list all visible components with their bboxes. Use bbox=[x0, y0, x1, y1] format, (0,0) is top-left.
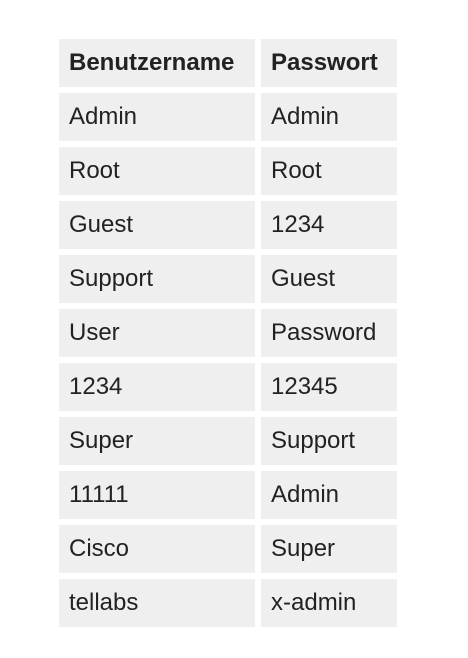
header-username: Benutzername bbox=[59, 39, 255, 87]
table-row: Support Guest bbox=[59, 255, 397, 303]
password-cell: Super bbox=[261, 525, 397, 573]
password-cell: Password bbox=[261, 309, 397, 357]
username-cell: Support bbox=[59, 255, 255, 303]
password-cell: Support bbox=[261, 417, 397, 465]
password-cell: 1234 bbox=[261, 201, 397, 249]
table-row: Guest 1234 bbox=[59, 201, 397, 249]
table-row: 11111 Admin bbox=[59, 471, 397, 519]
table-row: tellabs x-admin bbox=[59, 579, 397, 627]
username-cell: Root bbox=[59, 147, 255, 195]
username-cell: Admin bbox=[59, 93, 255, 141]
username-cell: 11111 bbox=[59, 471, 255, 519]
username-cell: User bbox=[59, 309, 255, 357]
username-cell: Super bbox=[59, 417, 255, 465]
password-cell: x-admin bbox=[261, 579, 397, 627]
password-cell: Admin bbox=[261, 93, 397, 141]
password-cell: 12345 bbox=[261, 363, 397, 411]
username-cell: tellabs bbox=[59, 579, 255, 627]
table-row: Super Support bbox=[59, 417, 397, 465]
username-cell: Cisco bbox=[59, 525, 255, 573]
password-cell: Guest bbox=[261, 255, 397, 303]
username-cell: Guest bbox=[59, 201, 255, 249]
table-row: Admin Admin bbox=[59, 93, 397, 141]
password-cell: Admin bbox=[261, 471, 397, 519]
table-row: Root Root bbox=[59, 147, 397, 195]
header-password: Passwort bbox=[261, 39, 397, 87]
username-cell: 1234 bbox=[59, 363, 255, 411]
table-row: Cisco Super bbox=[59, 525, 397, 573]
password-cell: Root bbox=[261, 147, 397, 195]
table-row: 1234 12345 bbox=[59, 363, 397, 411]
table-row: User Password bbox=[59, 309, 397, 357]
table-header-row: Benutzername Passwort bbox=[59, 39, 397, 87]
credentials-table: Benutzername Passwort Admin Admin Root R… bbox=[53, 33, 403, 633]
